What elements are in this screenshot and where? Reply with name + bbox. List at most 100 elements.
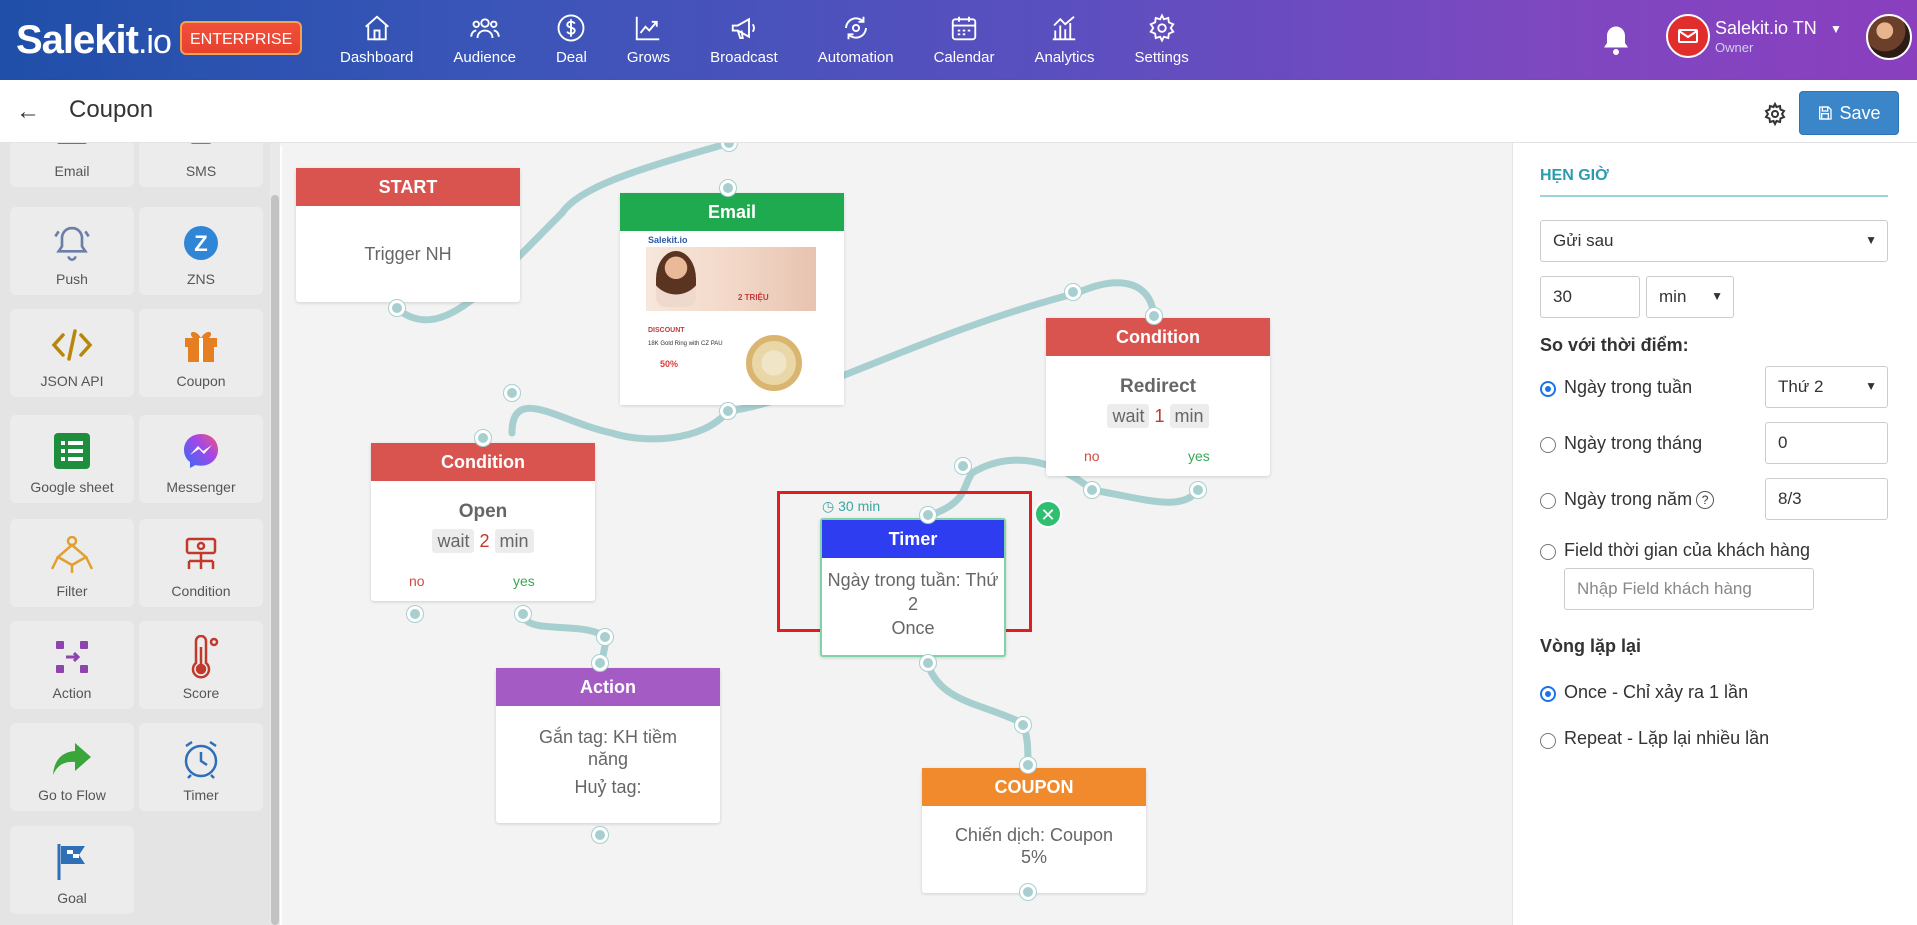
connector-out-no[interactable] [1084, 482, 1100, 498]
loop-label: Vòng lặp lại [1540, 636, 1642, 656]
radio-customer-field[interactable] [1540, 544, 1556, 560]
connector-in[interactable] [504, 385, 520, 401]
connector-in[interactable] [1020, 757, 1036, 773]
connector-in[interactable] [1146, 308, 1162, 324]
sms-icon [179, 143, 223, 157]
connector-in[interactable] [1015, 717, 1031, 733]
node-action[interactable]: Action Gắn tag: KH tiềm năng Huỷ tag: [496, 668, 720, 823]
radio-loop-repeat[interactable] [1540, 733, 1556, 749]
node-condition-redirect[interactable]: Condition Redirect wait 1 min no yes [1046, 318, 1270, 476]
connector-out[interactable] [1020, 884, 1036, 900]
trend-icon [636, 16, 660, 41]
tool-goal[interactable]: Goal [10, 826, 134, 914]
palette-scrollbar-thumb[interactable] [271, 195, 279, 925]
nav-broadcast[interactable]: Broadcast [690, 0, 798, 80]
timer-settings-panel: HẸN GIỜ Gửi sau▼ 30 min▼ So với thời điể… [1512, 143, 1917, 925]
node-condition-open[interactable]: Condition Open wait 2 min no yes [371, 443, 595, 601]
connector-out-no[interactable] [407, 606, 423, 622]
radio-weekday[interactable] [1540, 381, 1556, 397]
yearday-input[interactable]: 8/3 [1765, 478, 1888, 520]
nav-calendar[interactable]: Calendar [914, 0, 1015, 80]
node-coupon[interactable]: COUPON Chiến dịch: Coupon 5% [922, 768, 1146, 893]
nav-analytics[interactable]: Analytics [1014, 0, 1114, 80]
back-arrow-icon[interactable]: ← [16, 98, 40, 125]
monthday-input[interactable]: 0 [1765, 422, 1888, 464]
automation-icon [844, 16, 867, 40]
connector-out[interactable] [592, 827, 608, 843]
tool-google-sheet[interactable]: Google sheet [10, 415, 134, 503]
settings-gear-icon[interactable] [1763, 102, 1787, 126]
remove-node-icon[interactable]: ✕ [1034, 500, 1062, 528]
home-icon [364, 15, 389, 41]
radio-loop-once[interactable] [1540, 686, 1556, 702]
nav-grows[interactable]: Grows [607, 0, 690, 80]
zalo-icon: Z [179, 221, 223, 265]
caret-down-icon[interactable]: ▼ [1830, 22, 1842, 36]
customer-field-input[interactable]: Nhập Field khách hàng [1564, 568, 1814, 610]
salekit-logo[interactable]: Salekit.io [16, 18, 172, 62]
connector-out-yes[interactable] [515, 606, 531, 622]
code-icon [50, 323, 94, 367]
tool-action[interactable]: Action [10, 621, 134, 709]
tool-score[interactable]: Score [139, 621, 263, 709]
tool-go-to-flow[interactable]: Go to Flow [10, 723, 134, 811]
share-arrow-icon [50, 737, 94, 781]
bell-icon [50, 221, 94, 265]
connector-in[interactable] [592, 655, 608, 671]
connector-in[interactable] [1065, 284, 1081, 300]
action-icon [50, 635, 94, 679]
flow-canvas[interactable]: START Trigger NH Email Salekit.io 2 TRIỆ… [282, 143, 1512, 925]
connector-in[interactable] [597, 629, 613, 645]
users-icon [469, 18, 500, 39]
page-header: ← Coupon Save [0, 80, 1917, 143]
nav-deal[interactable]: Deal [536, 0, 607, 80]
tool-push[interactable]: Push [10, 207, 134, 295]
account-mail-icon[interactable] [1666, 14, 1710, 58]
svg-text:Z: Z [194, 231, 207, 256]
tool-email[interactable]: Email [10, 143, 134, 187]
account-role: Owner [1715, 40, 1754, 55]
tool-messenger[interactable]: Messenger [139, 415, 263, 503]
tool-sms[interactable]: SMS [139, 143, 263, 187]
node-email[interactable]: Email Salekit.io 2 TRIỆU DISCOUNT 18K Go… [620, 193, 844, 405]
connector-out[interactable] [389, 300, 405, 316]
tool-coupon[interactable]: Coupon [139, 309, 263, 397]
delay-value-input[interactable]: 30 [1540, 276, 1640, 318]
connector-out[interactable] [920, 655, 936, 671]
connector-out-yes[interactable] [1190, 482, 1206, 498]
send-mode-select[interactable]: Gửi sau▼ [1540, 220, 1888, 262]
tool-condition[interactable]: Condition [139, 519, 263, 607]
nav-dashboard[interactable]: Dashboard [320, 0, 433, 80]
help-icon: ? [1696, 491, 1715, 510]
connector-in[interactable] [955, 458, 971, 474]
nav-settings[interactable]: Settings [1115, 0, 1209, 80]
tool-filter[interactable]: Filter [10, 519, 134, 607]
connector-out[interactable] [720, 403, 736, 419]
gift-icon [179, 323, 223, 367]
connector-in[interactable] [720, 180, 736, 196]
node-start[interactable]: START Trigger NH [296, 168, 520, 302]
radio-monthday[interactable] [1540, 437, 1556, 453]
connector-in[interactable] [475, 430, 491, 446]
messenger-icon [179, 429, 223, 473]
tool-json-api[interactable]: JSON API [10, 309, 134, 397]
chevron-down-icon: ▼ [1865, 233, 1877, 247]
tool-timer[interactable]: Timer [139, 723, 263, 811]
connector-in[interactable] [721, 143, 737, 151]
avatar[interactable] [1866, 14, 1912, 60]
node-timer[interactable]: Timer Ngày trong tuần: Thứ 2 Once [820, 518, 1006, 657]
email-icon [50, 143, 94, 157]
nav-automation[interactable]: Automation [798, 0, 914, 80]
save-button[interactable]: Save [1799, 91, 1899, 135]
weekday-select[interactable]: Thứ 2▼ [1765, 366, 1888, 408]
nav-audience[interactable]: Audience [433, 0, 536, 80]
notification-bell-icon[interactable] [1598, 22, 1634, 58]
panel-title: HẸN GIỜ [1540, 167, 1609, 184]
tool-zns[interactable]: Z ZNS [139, 207, 263, 295]
delay-unit-select[interactable]: min▼ [1646, 276, 1734, 318]
account-name[interactable]: Salekit.io TN [1715, 18, 1817, 38]
calendar-icon [951, 16, 977, 41]
connector-in[interactable] [920, 507, 936, 523]
radio-yearday[interactable] [1540, 493, 1556, 509]
dollar-icon [557, 14, 585, 42]
